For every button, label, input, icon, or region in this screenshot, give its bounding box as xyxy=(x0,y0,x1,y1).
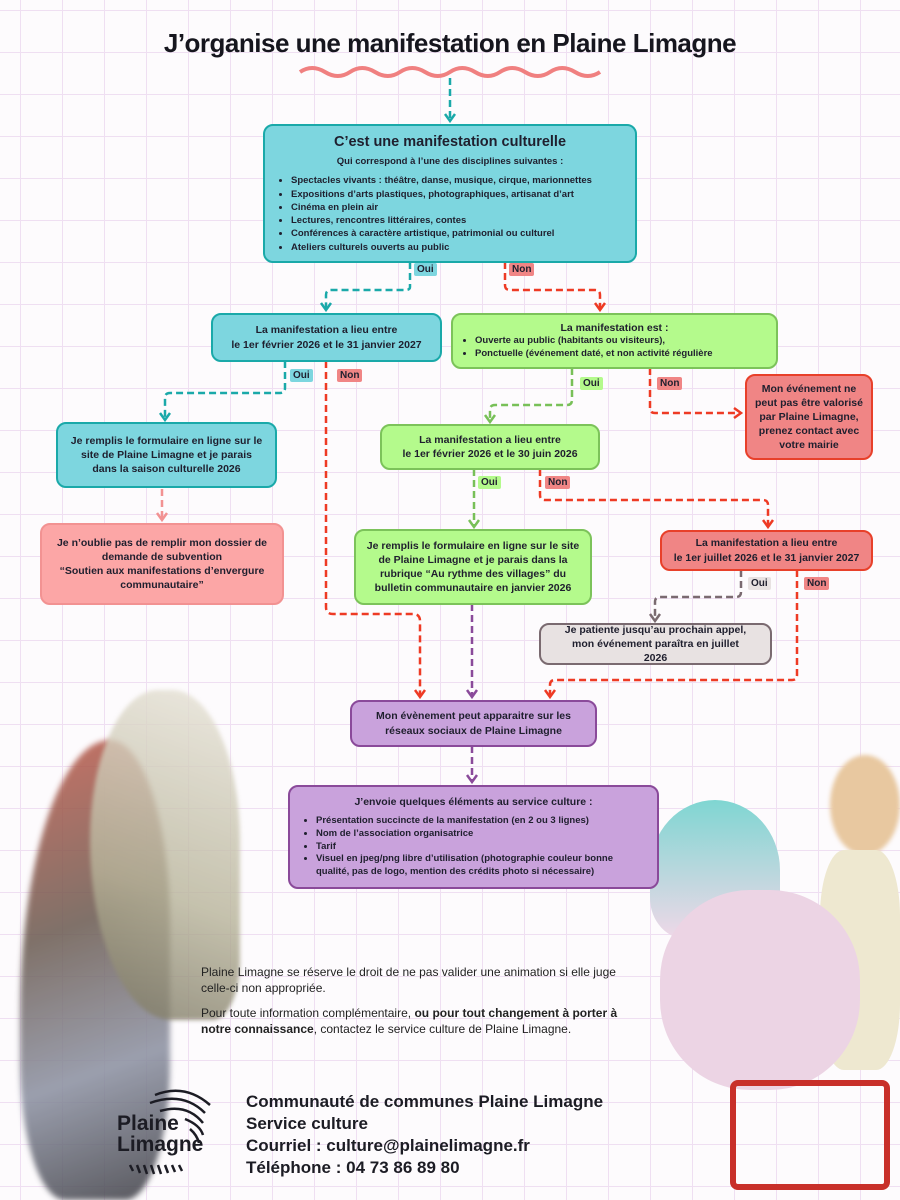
footer-info-bold: ou pour tout changement à porter à notre… xyxy=(201,1006,618,1036)
label-non: Non xyxy=(657,377,683,390)
footer-disclaimer: Plaine Limagne se réserve le droit de ne… xyxy=(201,965,616,995)
label-oui: Oui xyxy=(414,263,437,276)
box-text: le 1er février 2026 et le 31 janvier 202… xyxy=(231,338,422,351)
discipline-item: Cinéma en plein air xyxy=(291,201,623,214)
box-text: “Soutien aux manifestations d’envergure … xyxy=(59,565,265,592)
label-non: Non xyxy=(545,476,571,489)
contact-service: Service culture xyxy=(246,1114,368,1134)
fingerprint-icon xyxy=(128,1089,211,1175)
send-item: Nom de l’association organisatrice xyxy=(316,828,645,841)
arrow-public-non xyxy=(648,368,740,415)
contact-phone[interactable]: Téléphone : 04 73 86 89 80 xyxy=(246,1158,460,1178)
box-subsidy: Je n’oublie pas de remplir mon dossier d… xyxy=(40,523,284,605)
label-oui: Oui xyxy=(290,369,313,382)
box-text: La manifestation a lieu entre xyxy=(695,537,838,550)
title-wave xyxy=(298,66,602,78)
box-cultural-event: C’est une manifestation culturelle Qui c… xyxy=(263,124,637,263)
arrow-season-oui xyxy=(163,361,287,419)
discipline-item: Spectacles vivants : théâtre, danse, mus… xyxy=(291,174,623,187)
discipline-item: Ateliers culturels ouverts au public xyxy=(291,241,623,254)
box-text: La manifestation a lieu entre xyxy=(255,324,398,337)
label-non: Non xyxy=(509,263,535,276)
label-oui: Oui xyxy=(580,377,603,390)
send-item: Présentation succincte de la manifestati… xyxy=(316,815,645,828)
arrow-public-oui xyxy=(488,368,574,421)
box-dates-season: La manifestation a lieu entre le 1er fév… xyxy=(211,313,442,362)
child-horse-photo xyxy=(630,750,900,1200)
send-item: Visuel en jpeg/png libre d’utilisation (… xyxy=(316,853,645,879)
footer-info: Pour toute information complémentaire, o… xyxy=(201,1006,621,1037)
discipline-item: Expositions d’arts plastiques, photograp… xyxy=(291,188,623,201)
box-text: le 1er juillet 2026 et le 31 janvier 202… xyxy=(673,551,860,564)
box-subtitle: Qui correspond à l’une des disciplines s… xyxy=(336,156,564,168)
box-social-networks: Mon évènement peut apparaitre sur les ré… xyxy=(350,700,597,747)
plaine-limagne-logo: Plaine Limagne xyxy=(115,1083,220,1183)
footer-info-text: Pour toute information complémentaire, xyxy=(201,1006,415,1021)
criteria-item: Ponctuelle (événement daté, et non activ… xyxy=(475,348,768,361)
label-non: Non xyxy=(337,369,363,382)
label-oui: Oui xyxy=(748,577,771,590)
send-item: Tarif xyxy=(316,841,645,854)
box-text: le 1er février 2026 et le 30 juin 2026 xyxy=(402,448,578,460)
box-text: La manifestation a lieu entre xyxy=(419,433,561,446)
arrow-july-non xyxy=(548,570,799,696)
logo-text: Plaine xyxy=(117,1112,179,1135)
box-wait: Je patiente jusqu’au prochain appel, mon… xyxy=(539,623,772,665)
arrow-june-non xyxy=(538,469,770,526)
box-dates-june: La manifestation a lieu entre le 1er fév… xyxy=(380,424,600,470)
label-non: Non xyxy=(804,577,830,590)
footer-notes: Plaine Limagne se réserve le droit de ne… xyxy=(201,965,621,1047)
arrow-july-oui xyxy=(653,570,743,620)
box-form-season: Je remplis le formulaire en ligne sur le… xyxy=(56,422,277,488)
contact-email[interactable]: Courriel : culture@plainelimagne.fr xyxy=(246,1136,530,1156)
footer-info-text: , contactez le service culture de Plaine… xyxy=(313,1021,572,1036)
box-title: J’envoie quelques éléments au service cu… xyxy=(354,795,593,808)
logo-text: Limagne xyxy=(117,1133,204,1156)
criteria-item: Ouverte au public (habitants ou visiteur… xyxy=(475,335,768,348)
discipline-item: Conférences à caractère artistique, patr… xyxy=(291,227,623,240)
contact-block: Communauté de communes Plaine Limagne Se… xyxy=(246,1091,603,1179)
box-text: Je n’oublie pas de remplir mon dossier d… xyxy=(56,536,268,563)
box-not-valorised: Mon événement ne peut pas être valorisé … xyxy=(745,374,873,460)
arrow-culture-oui xyxy=(324,262,412,310)
box-public: La manifestation est : Ouverte au public… xyxy=(451,313,778,369)
discipline-item: Lectures, rencontres littéraires, contes xyxy=(291,214,623,227)
dancer-photo xyxy=(0,680,280,1200)
arrow-culture-non xyxy=(503,262,602,310)
arrow-season-non xyxy=(324,361,422,695)
box-title: La manifestation est : xyxy=(560,322,669,335)
box-send-elements: J’envoie quelques éléments au service cu… xyxy=(288,785,659,889)
box-title: C’est une manifestation culturelle xyxy=(333,133,567,150)
box-dates-july: La manifestation a lieu entre le 1er jui… xyxy=(660,530,873,571)
label-oui: Oui xyxy=(478,476,501,489)
box-form-villages: Je remplis le formulaire en ligne sur le… xyxy=(354,529,592,605)
contact-org: Communauté de communes Plaine Limagne xyxy=(246,1092,604,1111)
page-title: J’organise une manifestation en Plaine L… xyxy=(163,28,737,58)
